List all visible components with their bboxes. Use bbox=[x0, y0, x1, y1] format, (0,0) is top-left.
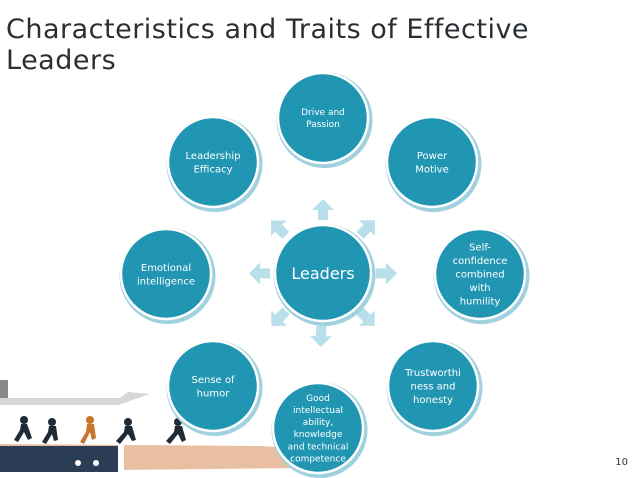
arrow-emotional bbox=[249, 262, 271, 285]
node-emotional-label-line: intelligence bbox=[137, 276, 195, 287]
node-drive-label-line: Passion bbox=[306, 120, 340, 130]
people-running-on-hand-icon bbox=[0, 380, 346, 472]
node-trust-label-line: Trustworthi bbox=[404, 368, 461, 379]
arrow-intellect bbox=[309, 325, 332, 347]
arrow-trust bbox=[356, 307, 375, 327]
node-intellect-label-line: and technical bbox=[288, 442, 349, 452]
node-selfconf-label-line: combined bbox=[455, 270, 504, 281]
arrow-humor bbox=[271, 307, 290, 327]
node-power-label-line: Motive bbox=[415, 164, 449, 175]
node-selfconf-label-line: with bbox=[469, 283, 490, 294]
arrow-efficacy bbox=[270, 220, 290, 239]
node-intellect-circle bbox=[271, 381, 365, 475]
page-number: 10 bbox=[615, 457, 628, 468]
node-humor: Sense of humor bbox=[166, 339, 263, 436]
node-power-label-line: Power bbox=[417, 151, 448, 162]
node-intellect-label-line: knowledge bbox=[294, 430, 343, 440]
node-selfconf-label-line: Self- bbox=[469, 243, 491, 254]
node-intellect-label-line: ability, bbox=[303, 418, 333, 428]
node-selfconf-label-line: humility bbox=[460, 297, 501, 308]
slide-title: Characteristics and Traits of Effective … bbox=[6, 14, 606, 76]
node-intellect-label-line: competence bbox=[290, 455, 346, 465]
node-humor-circle bbox=[166, 339, 260, 433]
slide-title-line1: Characteristics and Traits of Effective bbox=[6, 14, 530, 45]
center-label: Leaders bbox=[291, 264, 354, 283]
center-node-circle bbox=[273, 223, 373, 323]
slide-title-line2: Leaders bbox=[6, 45, 117, 76]
node-intellect: Good intellectual ability, knowledge and tec… bbox=[271, 381, 368, 478]
node-intellect-label-line: intellectual bbox=[293, 406, 343, 416]
center-node: Leaders bbox=[273, 223, 376, 326]
node-emotional: Emotional intelligence bbox=[119, 227, 216, 324]
arrow-power bbox=[356, 220, 375, 239]
node-selfconf: Self-confidence combined with humility bbox=[433, 227, 530, 324]
node-efficacy-circle bbox=[166, 115, 260, 209]
node-humor-label-line: Sense of bbox=[191, 375, 234, 386]
node-efficacy-label-line: Efficacy bbox=[193, 164, 232, 175]
node-drive-circle bbox=[276, 71, 370, 165]
node-trust-label-line: ness and bbox=[411, 382, 456, 393]
node-emotional-label-line: Emotional bbox=[141, 263, 191, 274]
node-trust: Trustworthi ness and honesty bbox=[386, 339, 483, 436]
node-intellect-label-line: Good bbox=[306, 394, 330, 404]
node-selfconf-circle bbox=[433, 227, 527, 321]
arrow-selfconf bbox=[375, 262, 397, 285]
node-drive-label-line: Drive and bbox=[301, 108, 345, 118]
node-selfconf-label-line: confidence bbox=[453, 256, 508, 267]
node-humor-label-line: humor bbox=[197, 388, 231, 399]
node-trust-circle bbox=[386, 339, 480, 433]
arrow-drive bbox=[312, 199, 334, 220]
node-trust-label-line: honesty bbox=[413, 395, 453, 406]
arrows-group bbox=[249, 199, 397, 347]
node-efficacy-label-line: Leadership bbox=[186, 151, 241, 162]
node-power-circle bbox=[385, 115, 479, 209]
node-emotional-circle bbox=[119, 227, 213, 321]
